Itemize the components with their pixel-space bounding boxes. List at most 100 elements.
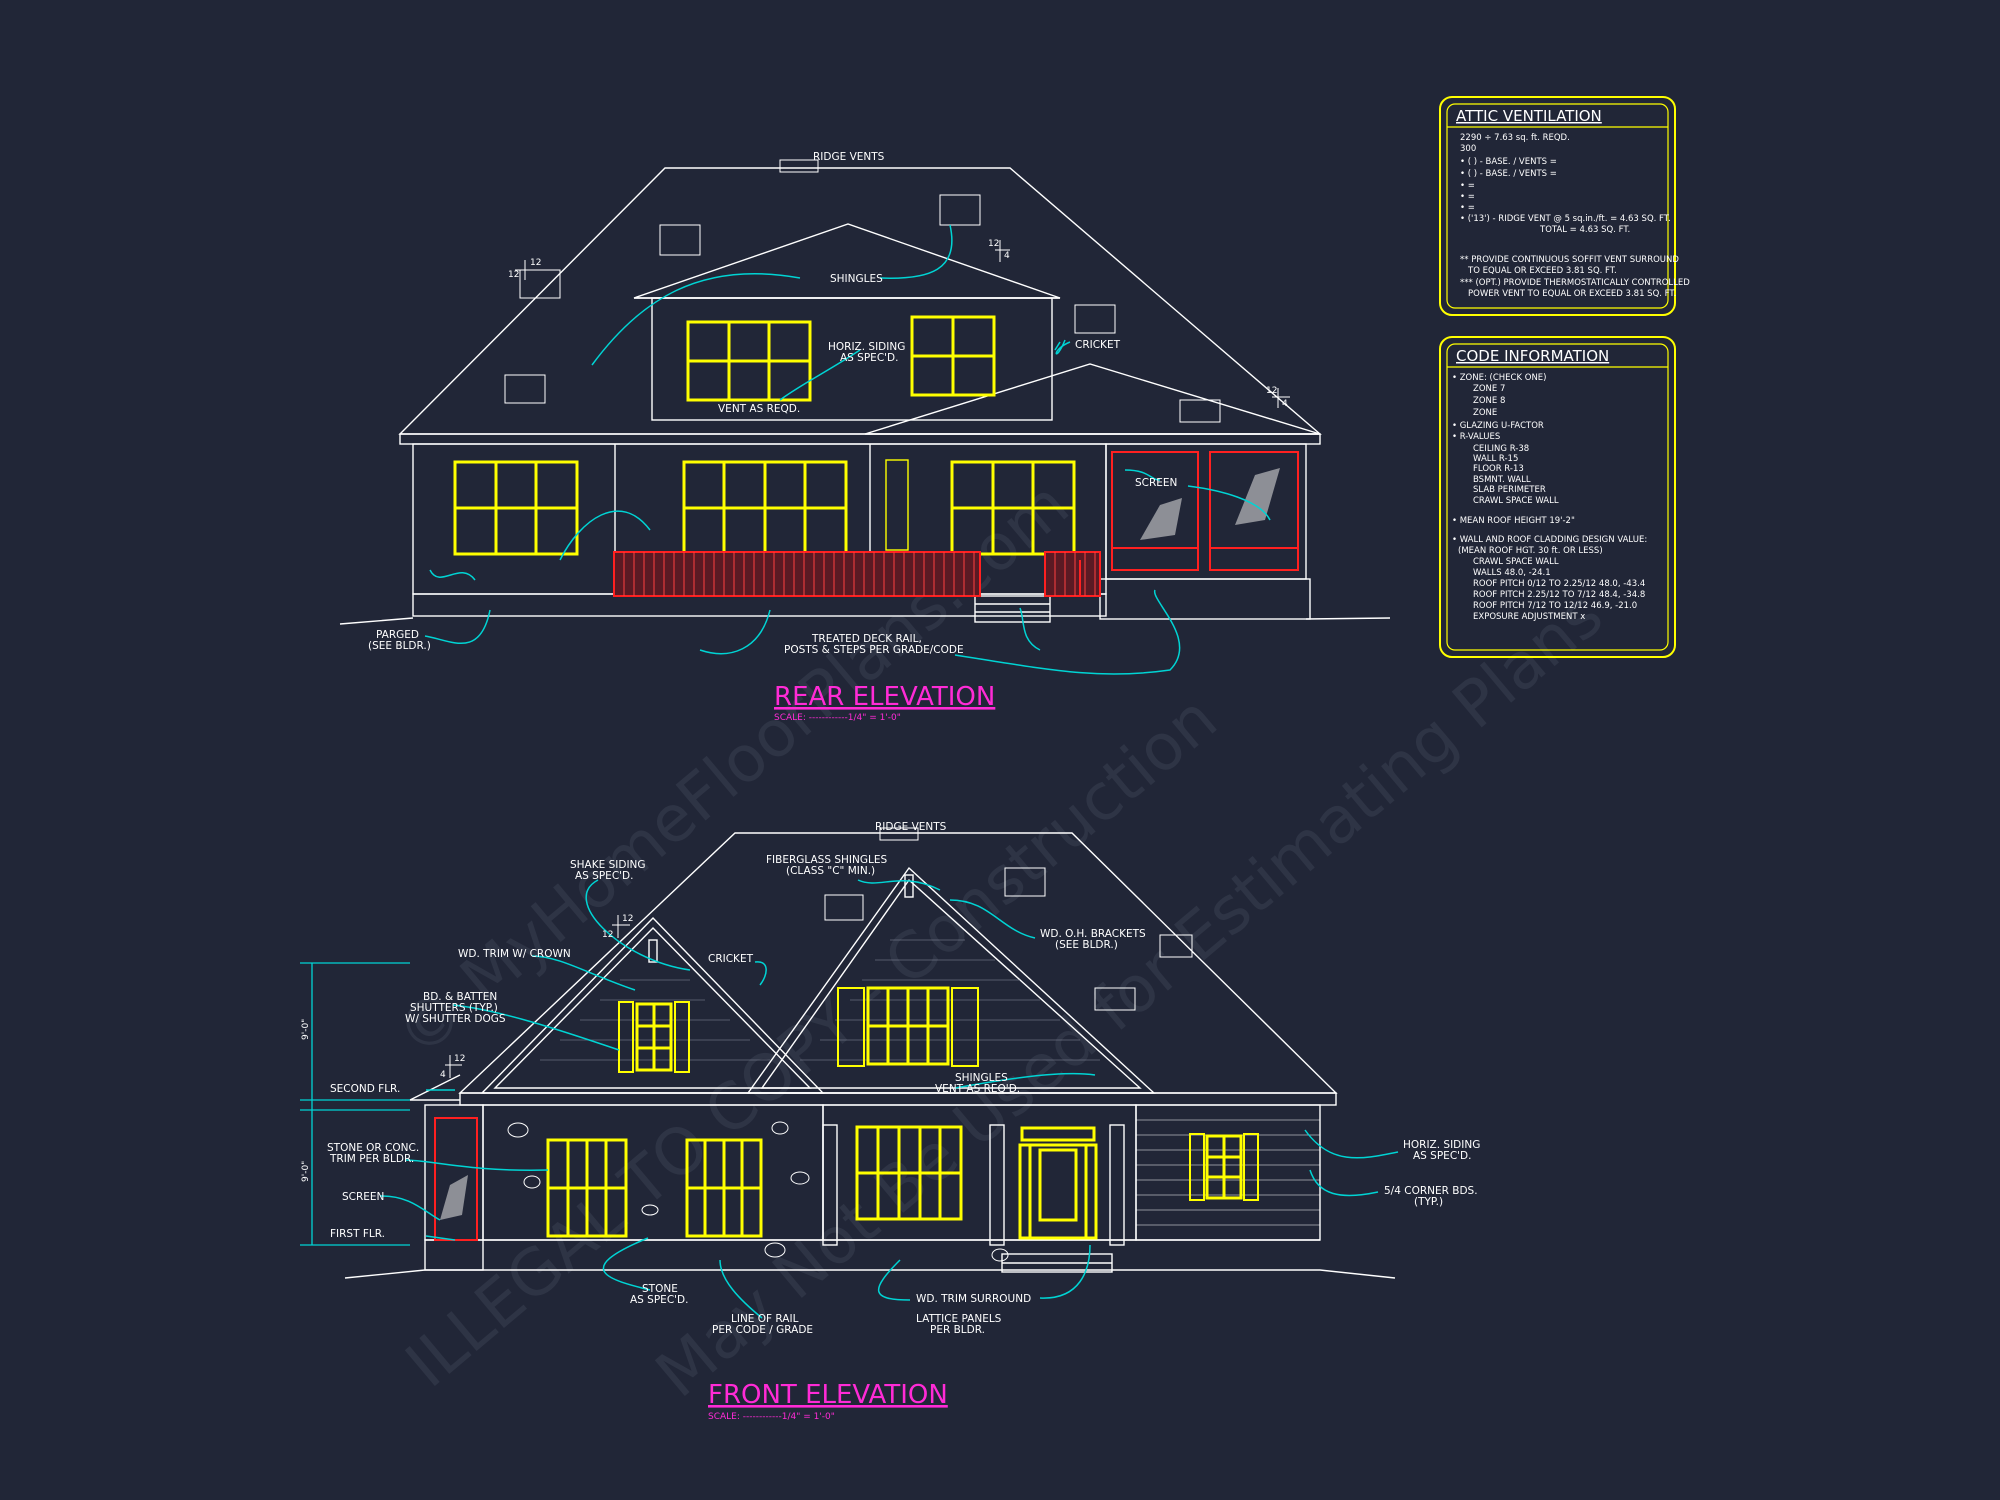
front-corner-label-2: (TYP.)	[1414, 1196, 1443, 1208]
front-screen-panel	[434, 1117, 478, 1241]
front-trim-surround-label: WD. TRIM SURROUND	[916, 1293, 1031, 1305]
front-leader-lines	[379, 879, 1399, 1319]
attic-line-9: ** PROVIDE CONTINUOUS SOFFIT VENT SURROU…	[1460, 255, 1679, 265]
front-shutters-label-2: SHUTTERS (TYP.)	[410, 1002, 498, 1014]
rear-screen-porch	[1111, 451, 1299, 571]
attic-line-5: • =	[1460, 192, 1475, 202]
rear-screen-label: SCREEN	[1135, 477, 1177, 489]
front-horiz-siding-label-1: HORIZ. SIDING	[1403, 1139, 1480, 1151]
rear-pitch-porch-run: 12	[1266, 386, 1277, 396]
front-pitch-b-run: 12	[454, 1054, 465, 1064]
rear-pitch-right-rise: 4	[1004, 251, 1010, 261]
front-horiz-siding-label-2: AS SPEC'D.	[1413, 1150, 1471, 1162]
rear-shingles-label: SHINGLES	[830, 273, 883, 285]
front-right-wall	[1135, 1104, 1321, 1241]
rear-deck-balusters	[623, 552, 1096, 596]
front-stone-label-1: STONE	[642, 1283, 678, 1295]
rear-porch-base	[1099, 578, 1311, 620]
attic-line-3: • ( ) - BASE. / VENTS =	[1460, 169, 1557, 179]
front-shake-label-1: SHAKE SIDING	[570, 859, 646, 871]
front-screen-wall	[424, 1104, 484, 1241]
front-vent-label: VENT AS REQ'D.	[935, 1083, 1020, 1095]
front-fiberglass-label-2: (CLASS "C" MIN.)	[786, 865, 875, 877]
front-shutters-label-3: W/ SHUTTER DOGS	[405, 1013, 506, 1025]
rear-cricket-label: CRICKET	[1075, 339, 1121, 351]
code-line-8: FLOOR R-13	[1473, 464, 1524, 474]
code-line-12: • MEAN ROOF HEIGHT 19'-2"	[1452, 516, 1575, 526]
rear-ridge-vents-label: RIDGE VENTS	[813, 151, 885, 163]
front-shutter-2	[674, 1001, 690, 1073]
rear-elevation-scale: SCALE: ------------1/4" = 1'-0"	[774, 713, 901, 723]
attic-line-6: • =	[1460, 203, 1475, 213]
rear-elevation-title: REAR ELEVATION	[774, 682, 995, 712]
rear-eave	[399, 433, 1321, 445]
code-line-10: SLAB PERIMETER	[1473, 485, 1546, 495]
attic-ventilation-box: ATTIC VENTILATION 2290 ÷ 7.63 sq. ft. RE…	[1439, 96, 1690, 316]
rear-parged-label-1: PARGED	[376, 629, 419, 641]
front-screen-label: SCREEN	[342, 1191, 384, 1203]
attic-line-4: • =	[1460, 181, 1475, 191]
attic-line-11: *** (OPT.) PROVIDE THERMOSTATICALLY CONT…	[1460, 278, 1690, 288]
front-ridge-vents-label: RIDGE VENTS	[875, 821, 947, 833]
rear-deck-label-1: TREATED DECK RAIL,	[811, 633, 922, 645]
rear-right-roof	[864, 363, 1321, 435]
rear-vent-label: VENT AS REQD.	[718, 403, 800, 415]
front-left-gable-inner	[493, 927, 812, 1089]
front-corner-label-1: 5/4 CORNER BDS.	[1384, 1185, 1478, 1197]
attic-line-0: 2290 ÷ 7.63 sq. ft. REQD.	[1460, 133, 1570, 143]
rear-deck-label-2: POSTS & STEPS PER GRADE/CODE	[784, 644, 964, 656]
front-roof-brick-hatch	[824, 827, 1193, 1011]
code-line-18: ROOF PITCH 2.25/12 TO 7/12 48.4, -34.8	[1473, 590, 1645, 600]
front-dim-lower: 9'-0"	[301, 1161, 311, 1182]
code-line-6: CEILING R-38	[1473, 444, 1529, 454]
code-line-3: ZONE	[1473, 408, 1497, 418]
code-line-1: ZONE 7	[1473, 384, 1505, 394]
rear-labels: RIDGE VENTS SHINGLES HORIZ. SIDING AS SP…	[368, 151, 1288, 656]
rear-parged-label-2: (SEE BLDR.)	[368, 640, 431, 652]
code-line-2: ZONE 8	[1473, 396, 1505, 406]
rear-steps	[974, 595, 1051, 623]
front-labels: RIDGE VENTS SHAKE SIDING AS SPEC'D. FIBE…	[301, 821, 1480, 1336]
code-line-5: • R-VALUES	[1452, 432, 1500, 442]
code-information-title: CODE INFORMATION	[1456, 347, 1609, 365]
front-right-gable-inner	[760, 878, 1142, 1089]
attic-line-7: • ('13') - RIDGE VENT @ 5 sq.in./ft. = 4…	[1460, 214, 1671, 224]
front-eave	[459, 1092, 1337, 1106]
front-shutter-3	[837, 987, 865, 1067]
rear-door	[885, 459, 909, 551]
code-line-11: CRAWL SPACE WALL	[1473, 496, 1559, 506]
front-shutter-5	[1189, 1133, 1205, 1201]
code-line-9: BSMNT. WALL	[1473, 475, 1531, 485]
rear-horiz-siding-label-1: HORIZ. SIDING	[828, 341, 905, 353]
code-line-4: • GLAZING U-FACTOR	[1452, 421, 1544, 431]
code-line-16: WALLS 48.0, -24.1	[1473, 568, 1551, 578]
front-first-flr-label: FIRST FLR.	[330, 1228, 385, 1240]
code-line-14: (MEAN ROOF HGT. 30 ft. OR LESS)	[1458, 546, 1603, 556]
rear-main-roof	[398, 167, 1322, 435]
front-elevation-scale: SCALE: ------------1/4" = 1'-0"	[708, 1412, 835, 1422]
attic-line-12: POWER VENT TO EQUAL OR EXCEED 3.81 SQ. F…	[1468, 289, 1676, 299]
rear-porch-wall	[1105, 443, 1307, 580]
code-line-19: ROOF PITCH 7/12 TO 12/12 46.9, -21.0	[1473, 601, 1637, 611]
front-brackets-label-1: WD. O.H. BRACKETS	[1040, 928, 1146, 940]
attic-line-1: 300	[1460, 144, 1476, 154]
front-trim-crown-label: WD. TRIM W/ CROWN	[458, 948, 571, 960]
front-rail-label-1: LINE OF RAIL	[731, 1313, 799, 1325]
code-line-15: CRAWL SPACE WALL	[1473, 557, 1559, 567]
front-door	[1018, 1143, 1098, 1240]
rear-pitch-right-run: 12	[988, 239, 999, 249]
rear-pitch-left-rise: 12	[508, 270, 519, 280]
code-line-17: ROOF PITCH 0/12 TO 2.25/12 48.0, -43.4	[1473, 579, 1645, 589]
front-cricket-label: CRICKET	[708, 953, 754, 965]
attic-ventilation-title: ATTIC VENTILATION	[1456, 107, 1602, 125]
front-shingles-label: SHINGLES	[955, 1072, 1008, 1084]
rear-pitch-porch-rise: 4	[1282, 399, 1288, 409]
front-shake-label-2: AS SPEC'D.	[575, 870, 633, 882]
front-shutters	[618, 987, 1259, 1201]
front-lattice-label-1: LATTICE PANELS	[916, 1313, 1002, 1325]
front-door-transom	[1020, 1126, 1096, 1142]
front-stone-pattern	[507, 1121, 1009, 1262]
code-line-0: • ZONE: (CHECK ONE)	[1452, 373, 1546, 383]
front-porch-column-2	[989, 1124, 1005, 1246]
